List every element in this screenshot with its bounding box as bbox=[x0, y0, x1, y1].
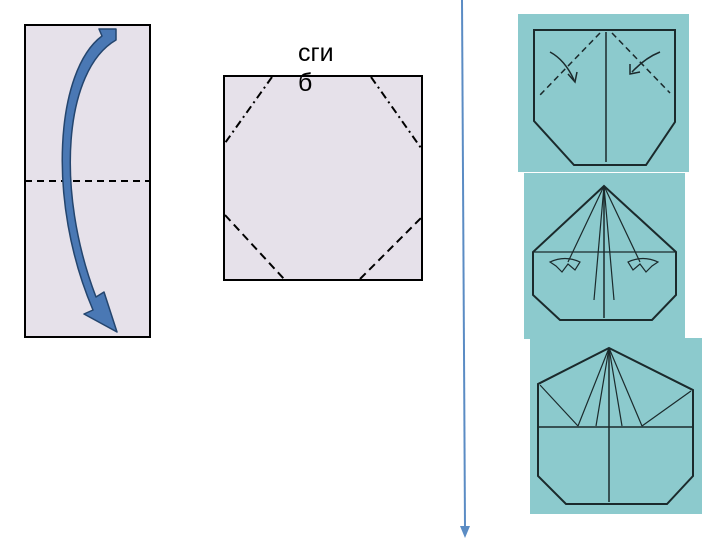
corner-folds-step bbox=[223, 75, 423, 281]
step-panel-1 bbox=[518, 14, 689, 172]
step-panel-2 bbox=[524, 173, 685, 339]
paper-square bbox=[223, 75, 423, 281]
envelope-outline bbox=[533, 29, 676, 166]
fold-label: сгиб bbox=[298, 39, 334, 97]
divider-arrow bbox=[460, 0, 470, 538]
final-shape-outline bbox=[537, 346, 694, 505]
fold-in-half-step bbox=[24, 24, 151, 338]
curved-down-arrow-icon bbox=[61, 28, 118, 333]
folded-shape-outline bbox=[532, 184, 677, 321]
fold-line-bottom-left bbox=[224, 214, 285, 280]
fold-arrow-left-icon bbox=[549, 51, 575, 81]
fold-arrow-left-icon bbox=[548, 257, 581, 273]
down-arrow-icon bbox=[460, 526, 470, 538]
fold-line-bottom-right bbox=[359, 217, 422, 280]
step-panel-3 bbox=[530, 338, 702, 514]
fold-arrow-right-icon bbox=[631, 51, 661, 73]
fold-arrow-right-icon bbox=[627, 257, 660, 273]
fold-line-top-left bbox=[224, 76, 273, 144]
fold-line-top-right bbox=[370, 76, 422, 149]
